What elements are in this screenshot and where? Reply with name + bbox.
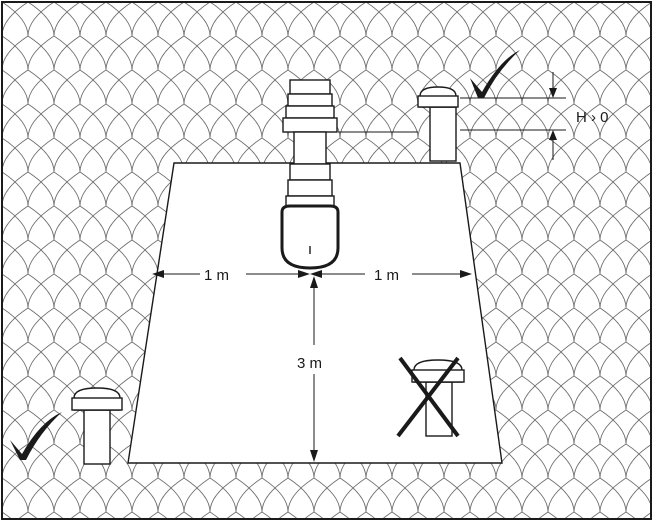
terminal-correct-top <box>417 86 566 162</box>
vertical-distance-label: 3 m <box>297 355 322 372</box>
horizontal-dimensions <box>152 270 472 278</box>
exclusion-zone <box>127 162 503 464</box>
left-distance-label: 1 m <box>204 267 229 284</box>
terminal-correct-bottom <box>71 387 123 465</box>
height-dimension <box>549 72 557 160</box>
check-mark-icon <box>470 50 520 98</box>
right-distance-label: 1 m <box>374 267 399 284</box>
flue-terminal <box>280 79 340 270</box>
cross-icon <box>396 356 460 438</box>
vertical-dimension <box>310 276 318 462</box>
check-mark-icon <box>10 412 62 460</box>
height-label: H › 0 <box>576 109 609 126</box>
